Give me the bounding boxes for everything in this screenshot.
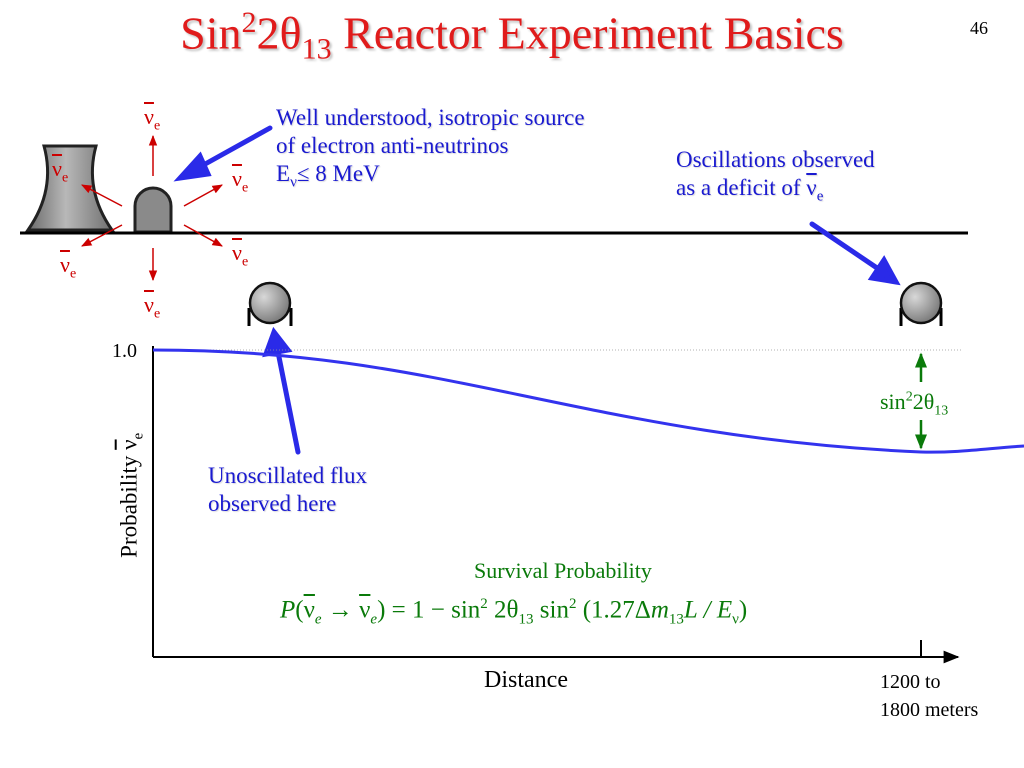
oscillation-note: Oscillations observed as a deficit of νe (676, 147, 875, 205)
emission-arrow-downright (183, 224, 223, 247)
near-detector-icon (247, 281, 293, 326)
x-end-label: 1200 to 1800 meters (880, 671, 979, 721)
cooling-tower-icon (25, 144, 115, 232)
survival-probability-label: Survival Probability (474, 558, 652, 583)
y-tick-label: 1.0 (112, 340, 137, 362)
far-detector-icon (899, 281, 943, 326)
emission-arrows (81, 134, 223, 282)
neutrino-label-upright: νe (232, 166, 249, 196)
near-detector-pointer-arrow (275, 349, 301, 455)
x-axis-label: Distance (484, 667, 568, 693)
page-number: 46 (970, 18, 988, 38)
neutrino-label-bottom: νe (144, 292, 161, 322)
neutrino-label-upleft: νe (52, 156, 69, 186)
y-axis-label: Probability νe (116, 432, 147, 558)
survival-formula: P(νe → νe) = 1 − sin2 2θ13 sin2 (1.27Δm1… (280, 596, 748, 628)
plot-axes (152, 346, 962, 664)
deficit-label: sin22θ13 (880, 389, 949, 419)
annotation-arrows (173, 125, 901, 455)
far-detector-pointer-arrow (809, 221, 883, 273)
emission-arrow-upright (183, 184, 223, 207)
emission-arrow-downleft (81, 224, 123, 247)
survival-curve (152, 348, 1024, 454)
slide-title: Sin22θ13 Reactor Experiment Basics (180, 6, 844, 66)
source-note: Well understood, isotropic source of ele… (276, 105, 585, 191)
neutrino-label-downright: νe (232, 240, 249, 270)
reactor-dome-icon (133, 186, 173, 234)
source-pointer-arrow (195, 125, 273, 171)
emission-arrow-upleft (81, 184, 123, 207)
neutrino-label-downleft: νe (60, 252, 77, 282)
neutrino-label-top: νe (144, 104, 161, 134)
unoscillated-note: Unoscillated flux observed here (208, 463, 368, 516)
